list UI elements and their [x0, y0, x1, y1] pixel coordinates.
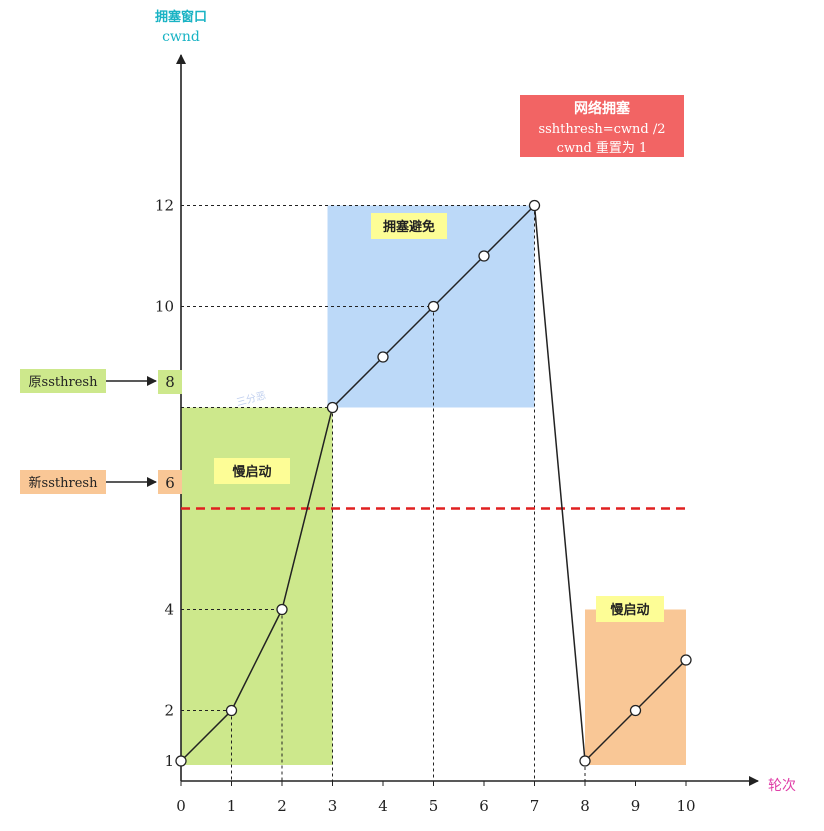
data-point-7-12 — [528, 199, 541, 212]
congestion-box — [520, 95, 684, 157]
slow-start-1-label: 慢启动 — [232, 464, 271, 480]
y-tick-label-2: 2 — [164, 702, 174, 720]
data-point-0-1 — [175, 755, 187, 767]
series-line-2 — [533, 205, 586, 762]
new-ssthresh-value-bg — [158, 470, 182, 494]
data-point-1-2 — [225, 704, 238, 717]
congestion-line2: cwnd 重置为 1 — [557, 140, 648, 156]
avoidance-label-bg — [371, 213, 447, 239]
x-tick-label-9: 9 — [631, 797, 641, 815]
y-tick-label-4: 4 — [164, 601, 174, 619]
avoidance-label: 拥塞避免 — [383, 219, 435, 235]
data-point-9-2 — [629, 704, 642, 717]
data-point-8-1 — [579, 755, 591, 767]
x-tick-label-6: 6 — [479, 797, 489, 815]
x-tick-label-2: 2 — [277, 797, 287, 815]
x-tick-label-10: 10 — [676, 797, 695, 815]
old-ssthresh-value: 8 — [165, 373, 175, 391]
old-ssthresh-value-bg — [158, 370, 182, 394]
data-point-10-3 — [680, 654, 692, 666]
x-tick-label-0: 0 — [176, 797, 186, 815]
congestion-line1: sshthresh=cwnd /2 — [538, 122, 665, 137]
watermark-logo: 三分恶 — [235, 389, 267, 408]
old-ssthresh-label: 原ssthresh — [29, 375, 99, 390]
y-tick-label-12: 12 — [155, 197, 174, 215]
new-ssthresh-label-bg — [20, 470, 106, 494]
y-tick-label-1: 1 — [164, 752, 174, 770]
x-axis-title: 轮次 — [768, 778, 796, 794]
x-tick-label-8: 8 — [580, 797, 590, 815]
data-point-6-11 — [478, 250, 490, 262]
slow-start-region-2 — [585, 609, 686, 765]
y-axis-title-en: cwnd — [162, 29, 200, 45]
x-tick-label-4: 4 — [378, 797, 388, 815]
series-line-1 — [180, 204, 536, 762]
y-axis-title-cn: 拥塞窗口 — [155, 9, 207, 25]
data-point-3-8 — [326, 401, 339, 414]
old-ssthresh-label-bg — [20, 369, 106, 393]
data-point-4-9 — [377, 351, 389, 363]
congestion-title: 网络拥塞 — [574, 100, 631, 117]
slow-start-1-label-bg — [214, 458, 290, 484]
slow-start-2-label-bg — [596, 596, 664, 622]
new-ssthresh-value: 6 — [165, 474, 175, 492]
x-tick-label-5: 5 — [429, 797, 439, 815]
new-ssthresh-label: 新ssthresh — [29, 475, 99, 491]
data-point-2-4 — [276, 603, 288, 616]
slow-start-2-label: 慢启动 — [610, 602, 649, 618]
x-tick-label-7: 7 — [530, 797, 540, 815]
data-point-5-10 — [427, 300, 440, 313]
x-tick-label-1: 1 — [227, 797, 237, 815]
x-tick-label-3: 3 — [328, 797, 338, 815]
y-tick-label-10: 10 — [155, 298, 174, 316]
